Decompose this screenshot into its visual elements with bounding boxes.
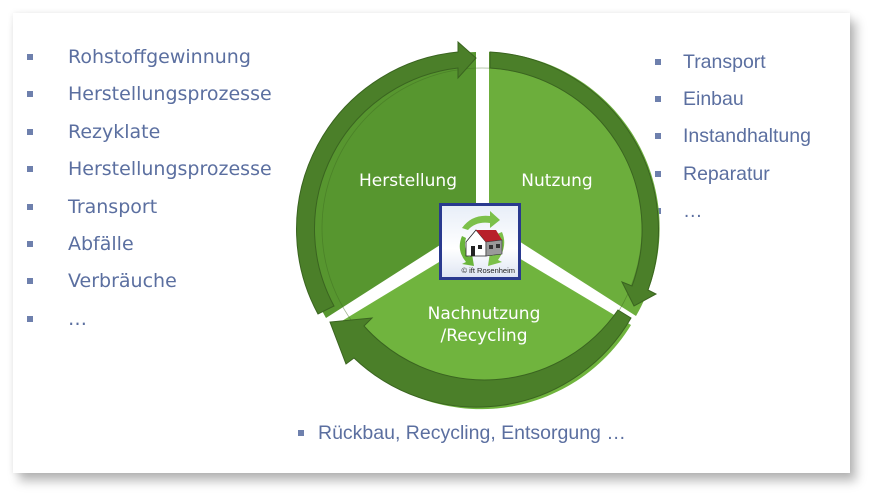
bullet-icon	[27, 278, 33, 285]
list-item-label: Verbräuche	[68, 270, 177, 293]
list-item-label: Rezyklate	[68, 120, 161, 143]
bullet-icon	[27, 91, 33, 98]
bullet-icon	[27, 166, 33, 173]
list-item-label: Abfälle	[68, 232, 134, 255]
list-item: Einbau	[655, 89, 811, 126]
list-item-label: Rückbau, Recycling, Entsorgung …	[318, 422, 626, 444]
bullet-icon	[27, 128, 33, 135]
list-item: …	[27, 309, 272, 346]
list-item-label: Rohstoffgewinnung	[68, 46, 251, 68]
list-item-label: …	[683, 199, 703, 222]
bullet-icon	[27, 203, 33, 210]
list-item-label: Reparatur	[683, 162, 770, 185]
bullet-icon	[298, 430, 304, 436]
bullet-icon	[27, 54, 33, 60]
list-item-label: Transport	[683, 51, 766, 73]
list-item: Reparatur	[655, 164, 811, 201]
usage-list: Transport Einbau Instandhaltung Reparatu…	[655, 52, 811, 238]
bullet-icon	[655, 133, 661, 140]
segment-label-herstellung: Herstellung	[359, 171, 457, 191]
list-item: Rohstoffgewinnung	[27, 47, 272, 84]
segment-label-nutzung: Nutzung	[521, 171, 592, 191]
ring-arrow-herstellung	[296, 40, 477, 315]
ift-rosenheim-logo: © ift Rosenheim	[439, 203, 521, 280]
list-item: Instandhaltung	[655, 126, 811, 163]
end-of-life-list: Rückbau, Recycling, Entsorgung …	[298, 423, 626, 443]
list-item-label: …	[68, 307, 87, 330]
list-item: Herstellungsprozesse	[27, 159, 272, 196]
list-item: Rezyklate	[27, 122, 272, 159]
segment-label-recycling: /Recycling	[440, 326, 527, 346]
bullet-icon	[655, 170, 661, 177]
list-item-label: Einbau	[683, 88, 744, 111]
list-item: Herstellungsprozesse	[27, 84, 272, 121]
list-item-label: Instandhaltung	[683, 125, 811, 148]
house-recycling-icon	[459, 211, 505, 266]
ring-arrow-nutzung	[489, 51, 659, 307]
list-item-label: Transport	[68, 195, 158, 218]
bullet-icon	[27, 315, 33, 322]
list-item-label: Herstellungsprozesse	[68, 158, 272, 181]
bullet-icon	[655, 59, 661, 65]
bullet-icon	[27, 240, 33, 247]
logo-caption: © ift Rosenheim	[461, 266, 515, 275]
list-item: Verbräuche	[27, 271, 272, 308]
segment-label-nachnutzung: Nachnutzung	[428, 304, 541, 324]
bullet-icon	[655, 96, 661, 103]
list-item: Transport	[655, 52, 811, 89]
list-item: Rückbau, Recycling, Entsorgung …	[298, 423, 626, 443]
list-item: Transport	[27, 197, 272, 234]
production-list: Rohstoffgewinnung Herstellungsprozesse R…	[27, 47, 272, 346]
ring-arrow-nachnutzung	[329, 309, 632, 408]
list-item: Abfälle	[27, 234, 272, 271]
list-item-label: Herstellungsprozesse	[68, 83, 272, 106]
